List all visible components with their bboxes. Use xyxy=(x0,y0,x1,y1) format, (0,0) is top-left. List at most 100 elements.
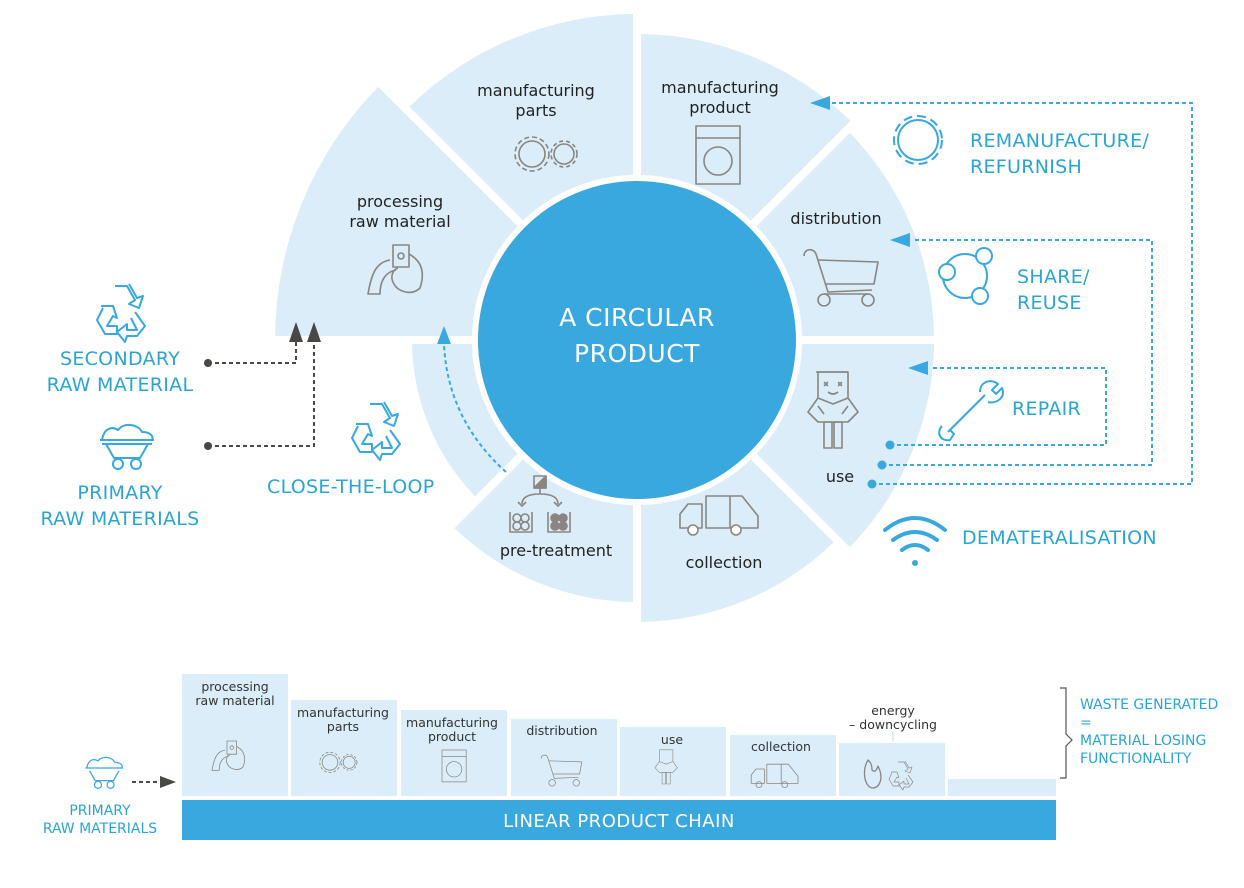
repair-origin-dot xyxy=(885,440,895,450)
label-manufacturing-product: manufacturing product xyxy=(650,78,790,118)
label-line: parts xyxy=(326,719,360,734)
repair-loop-line xyxy=(890,367,1107,446)
label-line: manufacturing xyxy=(406,715,498,730)
label-line: SECONDARY xyxy=(59,348,181,370)
label-line: – downcycling xyxy=(849,717,937,732)
label-line: manufacturing xyxy=(477,81,595,100)
remanufacture-origin-dot xyxy=(867,479,877,489)
linear-input-arrowhead xyxy=(160,776,176,788)
label-line: parts xyxy=(515,101,557,120)
label-line: manufacturing xyxy=(297,705,389,720)
label-line: processing xyxy=(201,679,269,694)
waste-generated-note: WASTE GENERATED = MATERIAL LOSING FUNCTI… xyxy=(1080,696,1244,768)
remanufacture-loop-line xyxy=(828,102,1193,485)
label-close-the-loop: CLOSE-THE-LOOP xyxy=(267,476,435,498)
linear-ladle-icon xyxy=(211,740,246,771)
close-loop-line xyxy=(443,344,507,473)
repair-arrowhead xyxy=(908,361,928,375)
linear-step-box xyxy=(948,779,1056,796)
wheel-segment-distribution xyxy=(756,132,934,337)
center-title: A CIRCULAR PRODUCT xyxy=(478,300,796,372)
person-icon xyxy=(807,371,859,449)
wheel-segment-use xyxy=(756,343,934,548)
label-collection: collection xyxy=(685,553,763,572)
label-share-reuse: SHARE/ REUSE xyxy=(1017,264,1090,316)
linear-label-manufacturing-parts: manufacturing parts xyxy=(290,706,396,734)
center-title-line: PRODUCT xyxy=(574,339,700,368)
primary-input-line xyxy=(208,342,315,447)
label-distribution: distribution xyxy=(790,209,882,228)
label-secondary-raw-material: SECONDARY RAW MATERIAL xyxy=(20,346,220,398)
primary-minecart-icon xyxy=(100,424,154,470)
gears-icon xyxy=(514,136,578,172)
label-manufacturing-parts: manufacturing parts xyxy=(466,81,606,121)
shopping-cart-icon xyxy=(803,248,879,307)
linear-label-primary-raw-materials: PRIMARY RAW MATERIALS xyxy=(20,802,180,838)
label-pre-treatment: pre-treatment xyxy=(499,541,613,560)
wheel-segment-manufacturing-parts xyxy=(409,14,634,221)
wrench-icon xyxy=(938,380,1004,442)
wifi-dot xyxy=(912,560,918,566)
secondary-input-line xyxy=(208,342,297,364)
linear-label-distribution: distribution xyxy=(526,723,598,738)
linear-step-box xyxy=(291,700,397,796)
linear-minecart-icon xyxy=(85,756,124,789)
linear-chain-bar xyxy=(182,800,1056,840)
linear-washing-machine-icon xyxy=(441,749,467,783)
linear-flame-icon xyxy=(863,759,882,789)
share-icon xyxy=(938,247,993,305)
label-line: FUNCTIONALITY xyxy=(1080,751,1192,767)
linear-label-manufacturing-product: manufacturing product xyxy=(399,716,505,744)
remanufacture-arrowhead xyxy=(810,96,830,110)
label-line: energy xyxy=(871,703,915,718)
label-processing-raw-material: processing raw material xyxy=(335,192,465,232)
label-repair: REPAIR xyxy=(1012,398,1082,420)
label-use: use xyxy=(825,467,855,486)
share-loop-line xyxy=(882,239,1153,466)
linear-chain-label: LINEAR PRODUCT CHAIN xyxy=(503,811,735,832)
linear-step-box xyxy=(182,674,288,796)
primary-input-dot xyxy=(204,442,212,450)
waste-brace xyxy=(1060,687,1073,779)
label-line: RAW MATERIALS xyxy=(40,508,200,530)
center-title-line: A CIRCULAR xyxy=(559,303,715,332)
secondary-arrowhead xyxy=(289,322,303,342)
label-line: PRIMARY xyxy=(69,803,131,819)
center-circle xyxy=(478,181,796,499)
share-origin-dot xyxy=(877,460,887,470)
label-line: raw material xyxy=(349,212,451,231)
label-line: PRIMARY xyxy=(77,482,163,504)
label-line: manufacturing xyxy=(661,78,779,97)
label-line: RAW MATERIALS xyxy=(42,821,158,837)
linear-step-box xyxy=(730,735,836,796)
label-line: raw material xyxy=(195,693,275,708)
wheel-segments xyxy=(275,14,934,622)
primary-arrowhead xyxy=(307,322,321,342)
wheel-segment-collection xyxy=(640,459,834,622)
secondary-recycle-icon xyxy=(96,283,146,343)
label-line: = xyxy=(1080,715,1092,731)
label-dematerialisation: DEMATERALISATION xyxy=(962,527,1157,549)
linear-label-energy: energy – downcycling xyxy=(840,704,946,732)
wifi-icon xyxy=(883,516,947,552)
label-line: product xyxy=(427,729,477,744)
label-line: WASTE GENERATED xyxy=(1080,697,1219,713)
label-line: RAW MATERIAL xyxy=(46,374,194,396)
garbage-truck-icon xyxy=(679,495,759,536)
wheel-segment-pre-treatment xyxy=(454,459,634,602)
linear-step-box xyxy=(511,719,617,796)
label-line: REMANUFACTURE/ xyxy=(970,130,1150,152)
sorting-icon xyxy=(509,475,571,533)
label-line: processing xyxy=(356,192,444,211)
label-line: SHARE/ xyxy=(1017,266,1090,288)
pouring-ladle-icon xyxy=(367,244,424,295)
linear-label-use: use xyxy=(660,732,684,747)
remanufacture-gear-icon xyxy=(893,115,943,165)
wheel-segment-manufacturing-product xyxy=(640,34,851,221)
linear-label-collection: collection xyxy=(751,739,811,754)
secondary-input-dot xyxy=(204,359,212,367)
linear-chain-steps xyxy=(182,674,1056,796)
label-primary-raw-materials: PRIMARY RAW MATERIALS xyxy=(20,480,220,532)
label-line: MATERIAL LOSING xyxy=(1080,733,1207,749)
